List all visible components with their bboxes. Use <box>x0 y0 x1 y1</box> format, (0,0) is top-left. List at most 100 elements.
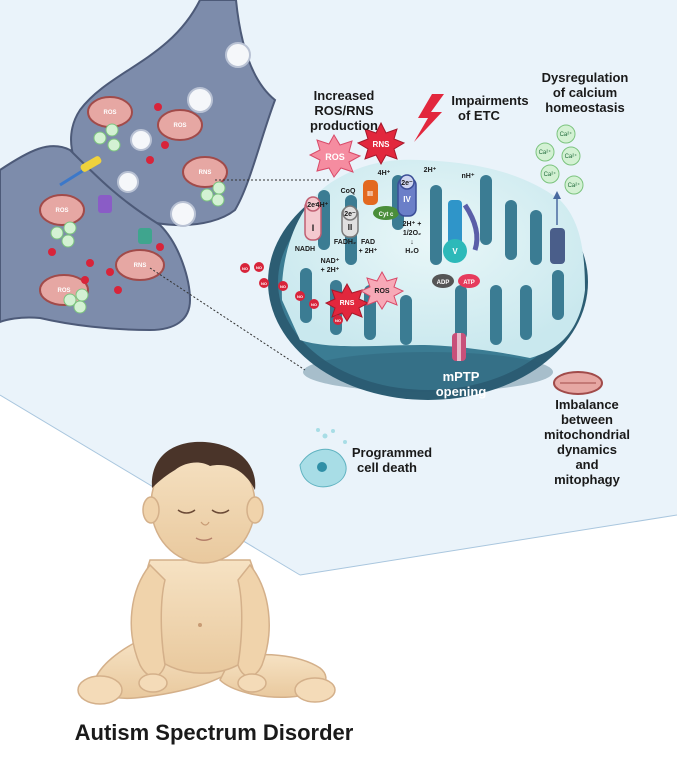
svg-text:ATP: ATP <box>463 280 475 286</box>
fadh-label: FADH₂ <box>334 239 356 246</box>
svg-text:and: and <box>575 457 598 472</box>
neuron-mitochondria <box>39 96 228 306</box>
svg-text:ROS: ROS <box>57 288 70 294</box>
ca-bubbles-right: Ca²⁺ Ca²⁺ Ca²⁺ Ca²⁺ Ca²⁺ <box>535 124 584 195</box>
oxygen-arrow: ↓ <box>410 239 414 246</box>
complex-iii: III <box>363 180 378 205</box>
svg-text:ROS: ROS <box>374 288 390 295</box>
nad-label: NAD⁺ <box>321 258 340 265</box>
oxygen-label: 2H⁺ + <box>403 221 422 228</box>
svg-text:of calcium: of calcium <box>553 85 617 100</box>
complex-iv: 2e⁻ IV <box>397 174 417 217</box>
svg-text:2e⁻: 2e⁻ <box>307 202 319 209</box>
svg-text:2e⁻: 2e⁻ <box>401 180 413 187</box>
water-label: H₂O <box>405 248 419 255</box>
rns-burst-mid: RNS <box>324 282 370 322</box>
nadh-label: NADH <box>295 246 315 253</box>
svg-text:RNS: RNS <box>340 300 355 307</box>
calcium-label: Dysregulation of calcium homeostasis <box>542 70 629 115</box>
svg-text:ROS: ROS <box>103 110 116 116</box>
page-title: Autism Spectrum Disorder <box>75 720 354 745</box>
coq: CoQ <box>341 188 356 195</box>
panel-edge <box>0 394 301 576</box>
receptor-purple <box>98 195 112 213</box>
oxygen-label: 1/2O₂ <box>403 230 421 237</box>
complex-ii: II 2e⁻ <box>341 205 359 238</box>
mptp-channel <box>452 333 466 361</box>
svg-text:ROS: ROS <box>325 152 345 162</box>
svg-text:cell death: cell death <box>357 460 417 475</box>
cell-death-label: Programmed cell death <box>352 445 432 475</box>
svg-text:Impairments: Impairments <box>451 93 528 108</box>
proton-label: 2H⁺ <box>424 167 437 174</box>
svg-text:ROS: ROS <box>55 208 68 214</box>
svg-text:NO: NO <box>311 302 317 307</box>
svg-text:production: production <box>310 118 378 133</box>
svg-text:mitochondrial: mitochondrial <box>544 427 630 442</box>
no-bubbles-neuron <box>48 103 169 294</box>
svg-text:Increased: Increased <box>314 88 375 103</box>
svg-text:NO: NO <box>256 265 262 270</box>
fad-label: + 2H⁺ <box>359 248 378 255</box>
receptor-yellow <box>59 156 102 187</box>
calcium-channel <box>550 228 565 264</box>
svg-text:ROS/RNS: ROS/RNS <box>314 103 374 118</box>
mptp-label: mPTP opening <box>436 369 487 399</box>
svg-text:I: I <box>312 223 315 233</box>
vesicles <box>117 42 251 227</box>
svg-text:dynamics: dynamics <box>557 442 617 457</box>
svg-text:CoQ: CoQ <box>341 188 356 195</box>
svg-text:2e⁻: 2e⁻ <box>344 211 356 218</box>
svg-text:RNS: RNS <box>199 170 212 176</box>
svg-text:III: III <box>367 191 373 198</box>
svg-text:Programmed: Programmed <box>352 445 432 460</box>
cyt-c: Cyt c <box>373 206 399 220</box>
ca-bubbles-neuron <box>50 123 226 314</box>
ros-burst-top: ROS <box>308 134 362 178</box>
ros-rns-production-label: Increased ROS/RNS production <box>310 88 378 133</box>
apoptotic-cell-icon <box>299 428 347 488</box>
svg-text:Ca²⁺: Ca²⁺ <box>560 131 573 138</box>
svg-text:Ca²⁺: Ca²⁺ <box>544 171 557 178</box>
complex-i: I 2e⁻ <box>304 196 322 241</box>
svg-text:NO: NO <box>335 318 341 323</box>
neuron-mito-badges: ROS ROS RNS ROS RNS ROS <box>55 110 211 294</box>
svg-text:opening: opening <box>436 384 487 399</box>
svg-text:Ca²⁺: Ca²⁺ <box>539 149 552 156</box>
svg-text:Dysregulation: Dysregulation <box>542 70 629 85</box>
panel-edge <box>299 514 677 576</box>
svg-text:II: II <box>348 223 352 232</box>
svg-text:NO: NO <box>297 294 303 299</box>
svg-text:RNS: RNS <box>373 140 391 149</box>
receptor-green <box>138 228 152 244</box>
fad-label: FAD <box>361 239 375 246</box>
svg-text:IV: IV <box>403 195 411 204</box>
rns-burst-top: RNS <box>356 121 406 166</box>
svg-text:V: V <box>452 247 458 256</box>
complex-v: V <box>443 200 480 263</box>
proton-label: 4H⁺ <box>378 170 391 177</box>
svg-text:Ca²⁺: Ca²⁺ <box>565 153 578 160</box>
dynamics-label: Imbalance between mitochondrial dynamics… <box>544 397 630 487</box>
svg-text:RNS: RNS <box>134 263 147 269</box>
svg-text:homeostasis: homeostasis <box>545 100 624 115</box>
baby-illustration <box>77 441 336 705</box>
svg-text:Imbalance: Imbalance <box>555 397 619 412</box>
svg-text:of ETC: of ETC <box>458 108 500 123</box>
svg-text:mPTP: mPTP <box>443 369 480 384</box>
svg-text:Cyt c: Cyt c <box>379 212 394 218</box>
calcium-arrow-head <box>553 191 561 199</box>
lightning-icon <box>414 94 444 142</box>
svg-text:mitophagy: mitophagy <box>554 472 620 487</box>
proton-label: nH⁺ <box>461 173 474 180</box>
etc-impairments-label: Impairments of ETC <box>451 93 528 123</box>
callout-line <box>149 267 306 371</box>
svg-text:NO: NO <box>280 284 286 289</box>
small-mitochondrion-icon <box>553 371 603 395</box>
svg-text:ADP: ADP <box>437 280 450 286</box>
mitochondrion <box>268 159 588 400</box>
svg-text:Ca²⁺: Ca²⁺ <box>568 182 581 189</box>
svg-text:between: between <box>561 412 613 427</box>
